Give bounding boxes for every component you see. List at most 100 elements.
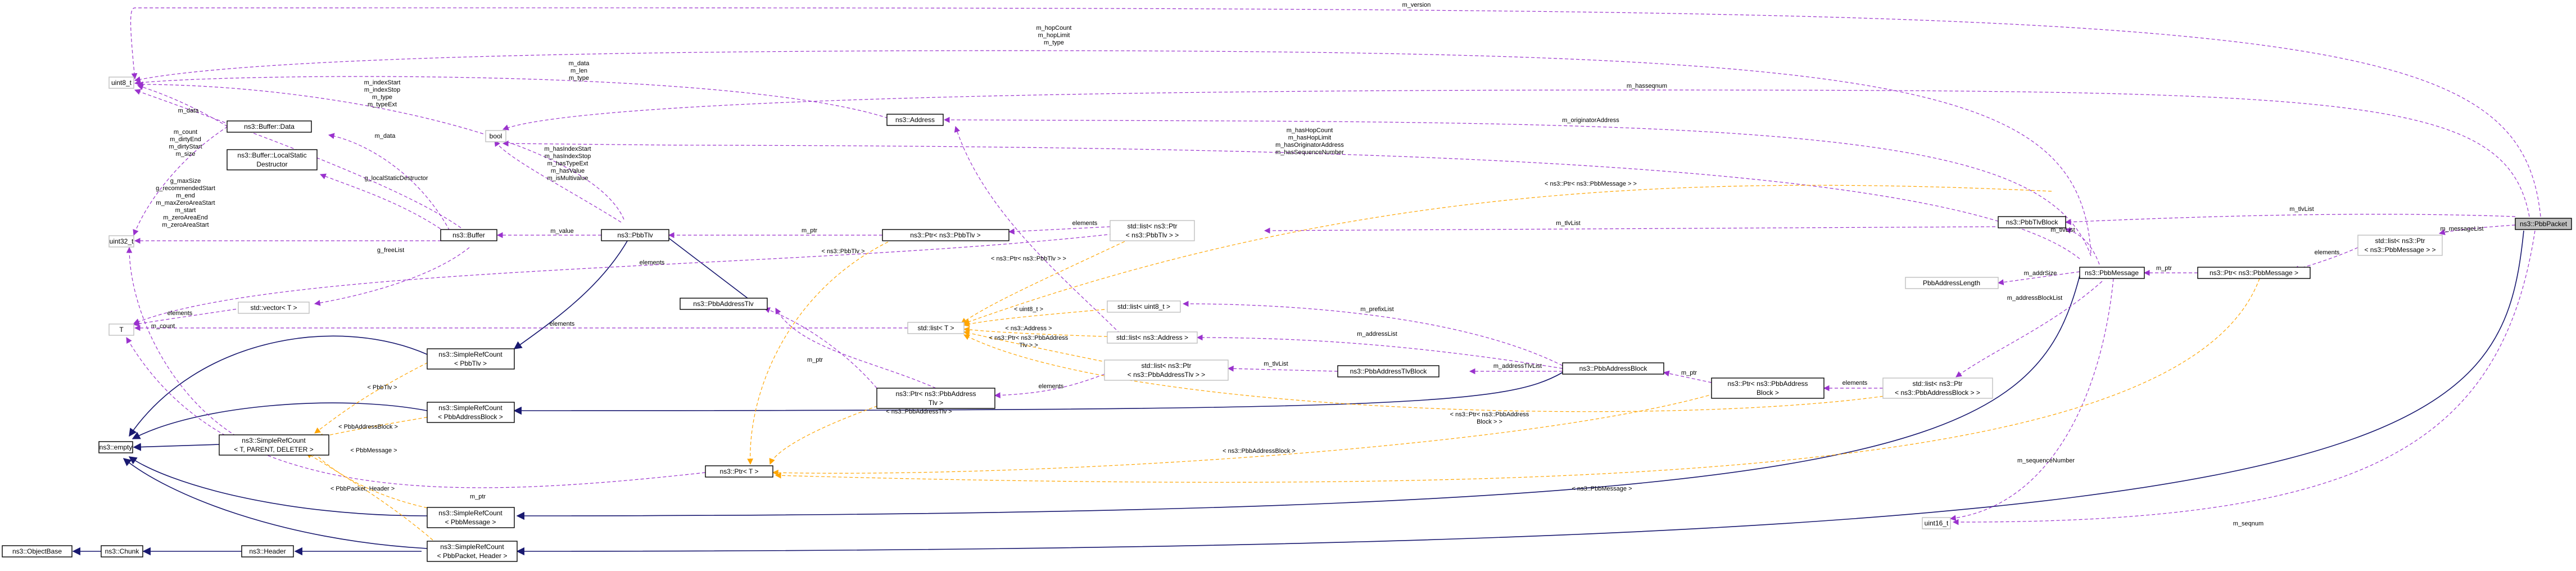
node-list-uint8: std::list< uint8_t > — [1107, 300, 1181, 313]
label-elements-addrtlv: elements — [1039, 383, 1064, 390]
svg-text:< ns3::PbbAddressTlv >: < ns3::PbbAddressTlv > — [886, 408, 952, 415]
node-list-ptr-pbbaddresstlv: std::list< ns3::Ptr< ns3::PbbAddressTlv … — [1104, 359, 1229, 381]
svg-text:m_originatorAddress: m_originatorAddress — [1562, 117, 1619, 124]
label-m-ptr-msg: m_ptr — [2156, 265, 2172, 272]
svg-text:std::list< ns3::Ptr: std::list< ns3::Ptr — [1127, 222, 1177, 230]
node-object-base: ns3::ObjectBase — [2, 545, 73, 557]
edge-src-pbbpacket-empty — [123, 458, 428, 549]
svg-text:m_tlvList: m_tlvList — [2289, 206, 2314, 213]
svg-text:ns3::Buffer: ns3::Buffer — [452, 231, 485, 239]
svg-text:uint16_t: uint16_t — [1925, 519, 1949, 527]
edge-src-generic-empty — [133, 443, 220, 451]
node-src-pbbaddressblock: ns3::SimpleRefCount< PbbAddressBlock > — [427, 402, 515, 423]
svg-text:< PbbPacket, Header >: < PbbPacket, Header > — [437, 552, 508, 560]
label-elements-uint32: elements — [167, 310, 193, 317]
svg-text:m_type: m_type — [569, 75, 589, 82]
svg-text:std::list< ns3::Ptr: std::list< ns3::Ptr — [1912, 380, 1962, 388]
label-m-value: m_value — [550, 228, 574, 235]
label-m-tlvlist-top: m_tlvList — [1556, 220, 1580, 227]
svg-text:< PbbMessage >: < PbbMessage > — [350, 447, 397, 454]
svg-text:< PbbPacket, Header >: < PbbPacket, Header > — [331, 485, 395, 492]
label-m-addresstlvlist: m_addressTlvList — [1493, 363, 1542, 370]
node-list-ptr-pbbmessage: std::list< ns3::Ptr< ns3::PbbMessage > > — [2357, 235, 2443, 256]
svg-text:elements: elements — [550, 321, 575, 327]
edge-tmpl-src-pbbtlv — [314, 359, 433, 434]
svg-text:m_start: m_start — [175, 207, 196, 214]
label-buffer-group: g_maxSize g_recommendedStart m_end m_max… — [156, 178, 215, 228]
svg-text:< PbbAddressBlock >: < PbbAddressBlock > — [438, 413, 502, 421]
node-chunk: ns3::Chunk — [101, 545, 143, 557]
svg-text:m_hopLimit: m_hopLimit — [1038, 32, 1070, 39]
svg-text:ns3::Header: ns3::Header — [249, 547, 286, 555]
svg-text:m_prefixList: m_prefixList — [1360, 306, 1393, 313]
label-data-len-type: m_data m_len m_type — [569, 60, 590, 82]
svg-text:elements: elements — [1842, 380, 1868, 386]
edge-packet-messagelist — [2438, 224, 2516, 235]
label-ptr-pbbaddresstlv-tmpl: < ns3::Ptr< ns3::PbbAddress Tlv > > — [989, 335, 1069, 349]
label-m-messagelist: m_messageList — [2440, 226, 2483, 232]
svg-text:ns3::PbbAddressTlv: ns3::PbbAddressTlv — [693, 300, 753, 308]
edge-msg-addresslength — [1997, 271, 2080, 286]
svg-text:ns3::SimpleRefCount: ns3::SimpleRefCount — [438, 509, 502, 517]
svg-text:ns3::Chunk: ns3::Chunk — [105, 547, 140, 555]
edge-pbbpacket-src-pbbpacket — [516, 230, 2524, 556]
label-m-count: m_count — [151, 323, 175, 330]
node-buffer: ns3::Buffer — [440, 229, 497, 241]
edge-ptraddrblock-block — [1663, 370, 1712, 383]
svg-text:bool: bool — [490, 132, 502, 140]
node-ptr-pbbmessage: ns3::Ptr< ns3::PbbMessage > — [2197, 267, 2311, 279]
edge-has-group — [502, 140, 2080, 259]
edge-tmpl-ptrpbbmessage — [775, 278, 2260, 483]
svg-text:ns3::SimpleRefCount: ns3::SimpleRefCount — [438, 404, 502, 412]
svg-text:g_recommendedStart: g_recommendedStart — [156, 185, 215, 192]
svg-text:m_hasIndexStart: m_hasIndexStart — [544, 146, 591, 152]
svg-text:< ns3::Ptr< ns3::PbbAddress: < ns3::Ptr< ns3::PbbAddress — [989, 335, 1069, 341]
label-m-tlvlist-packet: m_tlvList — [2289, 206, 2314, 213]
label-m-addressblocklist: m_addressBlockList — [2007, 295, 2062, 302]
label-originator: m_originatorAddress — [1562, 117, 1619, 124]
svg-text:ns3::empty: ns3::empty — [99, 443, 133, 451]
svg-text:m_zeroAreaStart: m_zeroAreaStart — [162, 222, 209, 228]
svg-text:m_ptr: m_ptr — [807, 357, 823, 363]
edge-tmpl-ptraddrblock — [772, 393, 1715, 476]
svg-text:m_messageList: m_messageList — [2440, 226, 2483, 232]
node-ptr-pbbaddresstlv: ns3::Ptr< ns3::PbbAddressTlv > — [876, 388, 995, 409]
svg-text:ns3::PbbMessage: ns3::PbbMessage — [2085, 269, 2139, 277]
edge-pbbtlv-bool — [494, 140, 622, 223]
node-pbbaddresstlvblock: ns3::PbbAddressTlvBlock — [1337, 365, 1439, 377]
svg-text:std::list< T >: std::list< T > — [918, 324, 954, 332]
edge-tmpl-listaddrtlv — [963, 330, 1125, 366]
svg-text:Tlv >: Tlv > — [929, 399, 943, 407]
svg-text:ns3::Ptr< ns3::PbbAddress: ns3::Ptr< ns3::PbbAddress — [895, 390, 976, 398]
svg-text:ns3::PbbAddressTlvBlock: ns3::PbbAddressTlvBlock — [1350, 367, 1428, 375]
svg-text:< PbbAddressBlock >: < PbbAddressBlock > — [338, 424, 398, 430]
svg-text:m_dirtyStart: m_dirtyStart — [169, 143, 202, 150]
svg-text:m_hasHopCount: m_hasHopCount — [1287, 127, 1333, 134]
node-buffer-data: ns3::Buffer::Data — [227, 120, 312, 133]
node-header: ns3::Header — [241, 545, 294, 557]
edge-tmpl-pbbmessage-top — [963, 185, 2052, 325]
svg-text:ns3::PbbTlv: ns3::PbbTlv — [617, 231, 653, 239]
edge-hop — [134, 50, 2091, 254]
svg-text:< uint8_t >: < uint8_t > — [1014, 306, 1043, 313]
svg-text:m_hasTypeExt: m_hasTypeExt — [547, 160, 588, 167]
svg-text:std::list< ns3::Address >: std::list< ns3::Address > — [1116, 334, 1188, 341]
svg-text:m_typeExt: m_typeExt — [368, 101, 397, 108]
svg-text:Destructor: Destructor — [256, 160, 287, 168]
svg-text:Block >: Block > — [1756, 389, 1779, 397]
label-elements-block: elements — [1842, 380, 1868, 386]
node-pbb-address-tlv: ns3::PbbAddressTlv — [680, 298, 768, 310]
svg-text:< ns3::PbbMessage >: < ns3::PbbMessage > — [1572, 485, 1632, 492]
edge-packet-seqnum — [1952, 230, 2536, 525]
edge-msg-addrblocklist — [1955, 281, 2103, 377]
edge-src-pbbmessage-empty — [128, 456, 428, 516]
svg-text:uint8_t: uint8_t — [111, 79, 132, 87]
label-m-ptr-addrtlv: m_ptr — [807, 357, 823, 363]
edge-bufferdata-uint8 — [137, 84, 228, 127]
svg-text:ns3::PbbTlvBlock: ns3::PbbTlvBlock — [2006, 218, 2059, 226]
label-buffer-m-data: m_data — [375, 133, 396, 140]
svg-text:m_data: m_data — [569, 60, 590, 67]
svg-text:m_end: m_end — [176, 192, 195, 199]
node-bool: bool — [485, 130, 506, 142]
